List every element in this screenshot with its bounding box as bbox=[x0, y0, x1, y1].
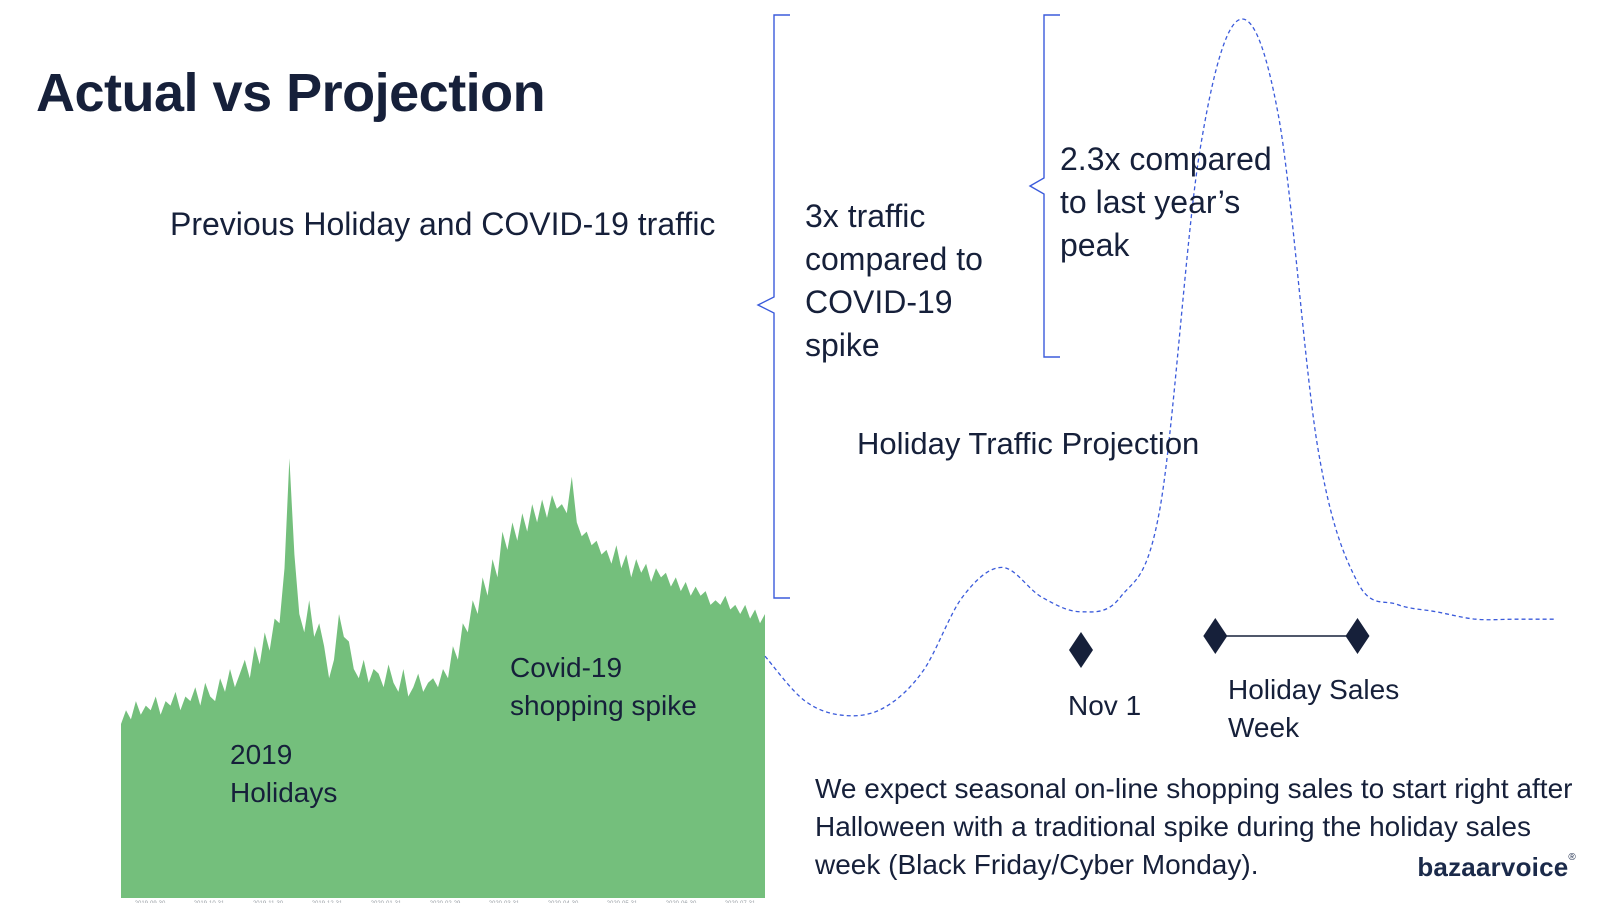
body-text: We expect seasonal on-line shopping sale… bbox=[815, 773, 1573, 880]
x-tick-label: 2019-12-31 bbox=[312, 901, 343, 903]
x-tick-labels: 2019-09-30 2019-10-31 2019-11-30 2019-12-31… bbox=[135, 901, 756, 903]
bracket-3x bbox=[756, 14, 790, 599]
holiday-week-end-marker bbox=[1345, 618, 1370, 654]
actual-traffic-area-chart bbox=[121, 458, 765, 898]
logo-trademark: ® bbox=[1568, 852, 1576, 863]
annotation-covid-spike: Covid-19 shopping spike bbox=[510, 652, 697, 721]
nov-1-marker bbox=[1069, 632, 1093, 668]
bracket-2-3x bbox=[1028, 14, 1060, 358]
projection-markers bbox=[1069, 618, 1370, 668]
x-tick-label: 2019-11-30 bbox=[253, 901, 284, 903]
projection-chart-title: Holiday Traffic Projection bbox=[857, 426, 1200, 461]
x-tick-label: 2020-06-30 bbox=[666, 901, 697, 903]
annotation-3x: 3x traffic compared to COVID-19 spike bbox=[805, 198, 983, 363]
annotation-2-3x: 2.3x compared to last year’s peak bbox=[1060, 141, 1272, 263]
projection-line bbox=[764, 18, 1555, 717]
x-tick-label: 2020-04-30 bbox=[548, 901, 579, 903]
x-tick-label: 2020-02-29 bbox=[430, 901, 461, 903]
actual-traffic-area bbox=[121, 458, 765, 898]
actual-chart-title: Previous Holiday and COVID-19 traffic bbox=[170, 206, 716, 242]
x-tick-label: 2019-09-30 bbox=[135, 901, 166, 903]
x-tick-label: 2019-10-31 bbox=[194, 901, 225, 903]
holiday-week-start-marker bbox=[1203, 618, 1228, 654]
bazaarvoice-logo: bazaarvoice® bbox=[1417, 852, 1576, 883]
x-tick-label: 2020-03-31 bbox=[489, 901, 520, 903]
marker-label-holiday-sales-week: Holiday Sales Week bbox=[1228, 674, 1400, 743]
x-tick-label: 2020-01-31 bbox=[371, 901, 402, 903]
logo-text: bazaarvoice bbox=[1417, 852, 1569, 882]
annotation-2019-holidays: 2019 Holidays bbox=[230, 739, 338, 808]
slide-title: Actual vs Projection bbox=[36, 63, 546, 123]
marker-label-nov-1: Nov 1 bbox=[1068, 690, 1142, 721]
x-tick-label: 2020-05-31 bbox=[607, 901, 638, 903]
x-tick-label: 2020-07-31 bbox=[725, 901, 756, 903]
projection-line-chart bbox=[764, 18, 1555, 717]
